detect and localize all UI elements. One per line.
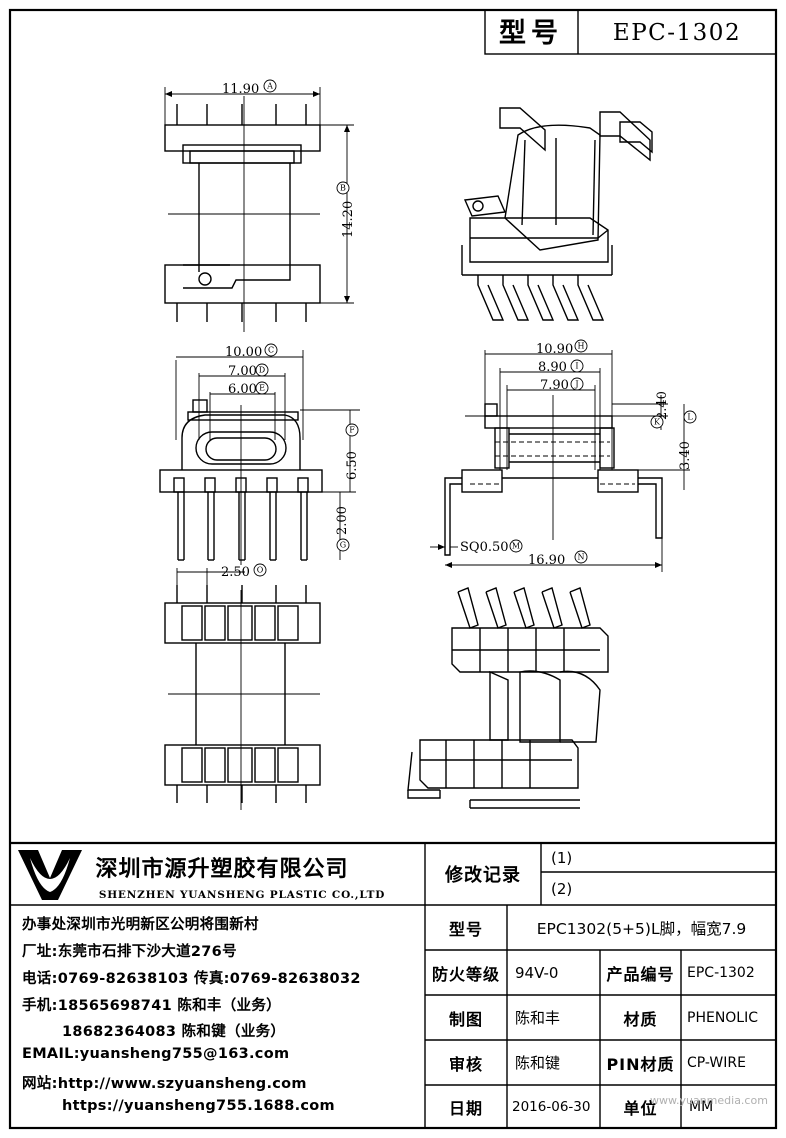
spec-model-value: EPC1302(5+5)L脚，幅宽7.9 xyxy=(536,919,747,938)
dim-f: 6.50 xyxy=(345,451,360,480)
svg-text:A: A xyxy=(266,82,273,91)
dim-n: 16.90 xyxy=(528,553,565,568)
title-block-grid xyxy=(10,841,776,1128)
spec-product-no-label: 产品编号 xyxy=(606,964,675,984)
spec-date-value: 2016-06-30 xyxy=(512,1098,591,1115)
dim-c: 10.00 xyxy=(225,345,262,360)
dim-b: 14.20 xyxy=(341,201,356,238)
iso-view-top xyxy=(461,107,653,321)
spec-material-label: 材质 xyxy=(623,1009,658,1029)
watermark: www.yuanmedia.com xyxy=(650,1094,768,1107)
dim-m: SQ0.50 xyxy=(460,540,509,555)
dim-d: 7.00 xyxy=(228,364,257,379)
svg-text:D: D xyxy=(259,366,265,375)
dim-g: 2.00 xyxy=(335,506,350,535)
svg-text:I: I xyxy=(575,362,578,371)
top-view: 11.90 A 14.20 B xyxy=(164,79,356,332)
dim-i: 8.90 xyxy=(538,360,567,375)
company-mobile-2: 18682364083 陈和键（业务） xyxy=(62,1024,286,1040)
company-factory: 厂址:东莞市石排下沙大道276号 xyxy=(22,944,237,960)
dim-j: 7.90 xyxy=(540,378,569,393)
svg-text:K: K xyxy=(654,418,661,427)
spec-pin-label: PIN材质 xyxy=(606,1054,675,1074)
spec-date-label: 日期 xyxy=(448,1098,483,1118)
spec-unit-label: 单位 xyxy=(623,1098,658,1118)
svg-text:N: N xyxy=(578,553,585,562)
revision-label: 修改记录 xyxy=(445,865,521,886)
dim-a: 11.90 xyxy=(222,82,259,97)
outer-frame xyxy=(8,8,778,1130)
spec-unit-value: MM xyxy=(689,1098,714,1115)
svg-text:J: J xyxy=(574,380,578,389)
svg-text:F: F xyxy=(349,426,355,435)
company-phone: 电话:0769-82638103 传真:0769-82638032 xyxy=(22,971,361,987)
front-view: 10.00 C 7.00 D 6.00 E xyxy=(159,343,360,565)
svg-text:G: G xyxy=(340,541,346,550)
side-view: 10.90 H 8.90 I 7.90 J xyxy=(430,339,697,572)
spec-drawn-value: 陈和丰 xyxy=(515,1009,561,1027)
spec-pin-value: CP-WIRE xyxy=(687,1054,746,1071)
spec-fire-value: 94V-0 xyxy=(515,963,559,982)
company-email: EMAIL:yuansheng755@163.com xyxy=(22,1046,290,1062)
header-model-label: 型号 xyxy=(499,18,563,49)
revision-2: (2) xyxy=(551,879,573,898)
revision-1: (1) xyxy=(551,848,573,867)
dim-l: 3.40 xyxy=(678,441,693,470)
spec-review-label: 审核 xyxy=(448,1054,483,1074)
company-office: 办事处深圳市光明新区公明将围新村 xyxy=(22,917,259,933)
bottom-view: 2.50 O xyxy=(164,563,321,810)
company-mobile-1: 手机:18565698741 陈和丰（业务） xyxy=(22,998,281,1014)
svg-text:L: L xyxy=(687,413,693,422)
company-web-2: https://yuansheng755.1688.com xyxy=(62,1098,335,1114)
dim-k: 2.40 xyxy=(655,391,670,420)
spec-fire-label: 防火等级 xyxy=(431,964,500,984)
dim-h: 10.90 xyxy=(536,342,573,357)
company-logo xyxy=(18,850,82,900)
svg-text:B: B xyxy=(340,184,346,193)
dim-e: 6.00 xyxy=(228,382,257,397)
svg-text:O: O xyxy=(257,566,264,575)
svg-text:E: E xyxy=(259,384,265,393)
svg-text:C: C xyxy=(268,346,274,355)
spec-product-no-value: EPC-1302 xyxy=(687,964,755,981)
iso-view-bottom xyxy=(407,587,609,809)
company-web-1: 网站:http://www.szyuansheng.com xyxy=(22,1076,307,1092)
header-model-value: EPC-1302 xyxy=(613,20,741,46)
dim-o: 2.50 xyxy=(221,565,250,580)
spec-model-label: 型号 xyxy=(448,919,483,939)
svg-text:H: H xyxy=(578,342,585,351)
spec-review-value: 陈和键 xyxy=(515,1054,561,1072)
company-name-en: SHENZHEN YUANSHENG PLASTIC CO.,LTD xyxy=(99,889,385,901)
company-name-cn: 深圳市源升塑胶有限公司 xyxy=(95,856,348,882)
svg-text:M: M xyxy=(512,542,520,551)
spec-material-value: PHENOLIC xyxy=(687,1009,759,1026)
spec-drawn-label: 制图 xyxy=(448,1009,483,1029)
